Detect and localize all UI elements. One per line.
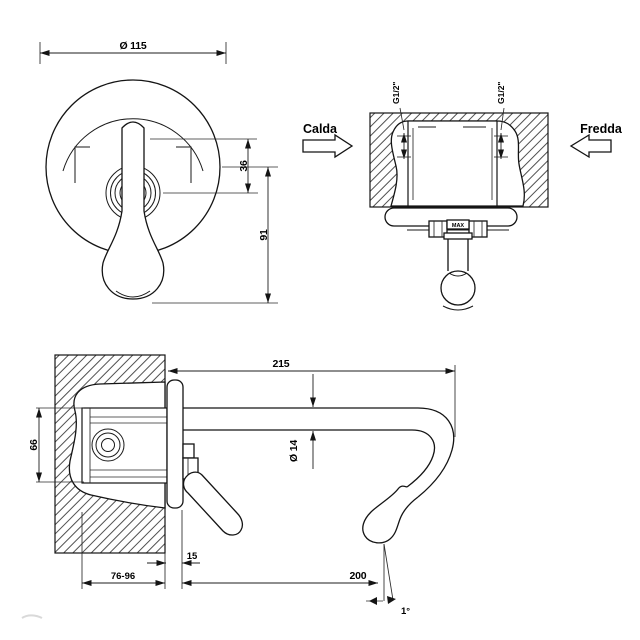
dim-text-plate-thickness: 15 bbox=[187, 551, 198, 562]
lever-handle-side bbox=[182, 471, 244, 536]
knob-under-arc bbox=[442, 305, 474, 311]
leader-line bbox=[399, 107, 405, 131]
plate-side-profile bbox=[166, 379, 184, 509]
dim-text-recess-depth: 76-96 bbox=[111, 571, 135, 582]
mixer-body-box bbox=[81, 407, 168, 484]
handle-knob-ball bbox=[440, 270, 476, 306]
leader-line bbox=[500, 107, 505, 131]
angle-arrow bbox=[369, 597, 377, 605]
cap-right-notch bbox=[176, 146, 192, 183]
thread-label-right: G1/2" bbox=[496, 82, 506, 104]
stem-flange bbox=[443, 232, 473, 240]
thread-label-left: G1/2" bbox=[391, 82, 401, 104]
front-view: Ø 115 36 91 bbox=[39, 40, 278, 304]
spout-outer-edge bbox=[183, 407, 455, 498]
handle-tip-arc bbox=[115, 290, 151, 298]
dim-text-projection: 215 bbox=[273, 358, 290, 370]
cold-label: Fredda bbox=[580, 122, 623, 136]
dim-text-tip-angle: 1° bbox=[401, 606, 410, 617]
hot-label: Calda bbox=[303, 122, 338, 136]
angle-arrow bbox=[387, 596, 396, 604]
faint-watermark bbox=[21, 614, 43, 619]
max-label: MAX bbox=[452, 223, 465, 229]
mixer-body-box bbox=[407, 120, 498, 207]
dim-text-spout-diameter: Ø 14 bbox=[288, 440, 300, 462]
spout-teardrop-nozzle bbox=[362, 485, 419, 544]
cap-left-notch bbox=[74, 146, 90, 183]
cold-flow-arrow bbox=[569, 133, 612, 159]
dim-text-body-height: 66 bbox=[28, 439, 40, 451]
handle-bracket bbox=[182, 443, 195, 459]
dim-text-diameter: Ø 115 bbox=[119, 40, 146, 52]
body-port-circle bbox=[91, 428, 125, 462]
dim-text-cap-offset: 36 bbox=[238, 160, 250, 172]
spout-inner-edge bbox=[183, 429, 436, 488]
section-view: G1/2" G1/2" MAX Calda Fredda bbox=[302, 82, 623, 311]
dim-text-handle-drop: 91 bbox=[258, 229, 270, 241]
side-view: 215 Ø 14 66 15 76-96 200 1° bbox=[28, 354, 456, 617]
max-plate bbox=[446, 219, 470, 230]
body-port-circle bbox=[95, 432, 121, 458]
body-port-circle bbox=[101, 438, 115, 452]
hot-flow-arrow bbox=[302, 133, 354, 159]
angle-slant-line bbox=[383, 543, 394, 601]
lever-handle-front bbox=[101, 121, 165, 300]
nozzle-tip-arc bbox=[368, 539, 390, 544]
knob-cup-arc bbox=[448, 272, 468, 277]
dim-text-spout-length: 200 bbox=[350, 570, 367, 582]
